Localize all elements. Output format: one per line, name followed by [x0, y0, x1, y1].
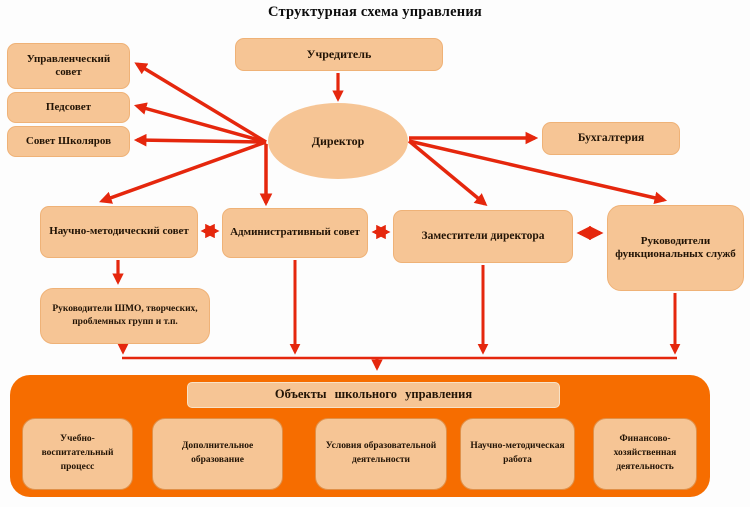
object-item-additional-education: Дополнительное образование	[152, 418, 283, 490]
node-shmo-heads: Руководители ШМО, творческих, проблемных…	[40, 288, 210, 344]
arrow-director-management-council	[134, 62, 267, 144]
object-item-educational-conditions: Условия образовательной деятельности	[315, 418, 447, 490]
node-functional-services-heads: Руководители функциональных служб	[607, 205, 744, 291]
node-accounting: Бухгалтерия	[542, 122, 680, 155]
arrow-director-deputies	[407, 139, 488, 207]
node-founder: Учредитель	[235, 38, 443, 71]
node-scientific-methodical-council: Научно-методический совет	[40, 206, 198, 258]
node-administrative-council: Административный совет	[222, 208, 368, 258]
objects-section-title: Объекты школьного управления	[187, 382, 560, 408]
arrow-director-ped-council	[133, 102, 267, 144]
objects-container: Объекты школьного управления Учебно-восп…	[10, 375, 710, 497]
page-title: Структурная схема управления	[268, 4, 482, 20]
arrow-director-pupils-council	[133, 133, 267, 147]
object-item-financial-activity: Финансово-хозяйственная деятельность	[593, 418, 697, 490]
object-item-educational-process: Учебно-воспитательный процесс	[22, 418, 133, 490]
node-deputy-directors: Заместители директора	[393, 210, 573, 263]
node-management-council: Управленческий совет	[7, 43, 130, 89]
node-ped-council: Педсовет	[7, 92, 130, 123]
node-director: Директор	[268, 103, 408, 179]
object-item-methodical-work: Научно-методическая работа	[460, 418, 575, 490]
node-pupils-council: Совет Школяров	[7, 126, 130, 157]
